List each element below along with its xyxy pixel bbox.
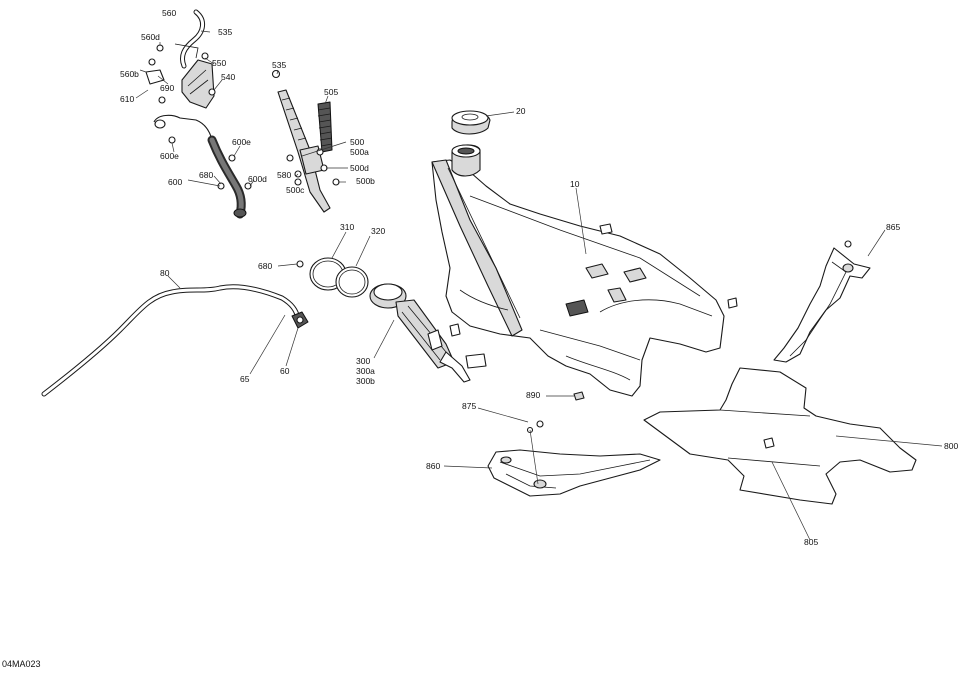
callout-20: 20 bbox=[516, 106, 526, 116]
callout-300: 300 bbox=[356, 356, 370, 366]
callout-890: 890 bbox=[526, 390, 540, 400]
lock-ring-320 bbox=[335, 266, 369, 298]
callout-860: 860 bbox=[426, 461, 440, 471]
callout-80: 80 bbox=[160, 268, 170, 278]
fuel-pump-module-300 bbox=[369, 283, 487, 383]
callout-500d: 500d bbox=[350, 163, 369, 173]
clip-890 bbox=[573, 391, 585, 401]
callout-580: 580 bbox=[277, 170, 291, 180]
callout-500a: 500a bbox=[350, 147, 369, 157]
callout-550: 550 bbox=[212, 58, 226, 68]
quick-connector-60 bbox=[291, 311, 309, 329]
callout-505: 505 bbox=[324, 87, 338, 97]
callout-875: 875 bbox=[462, 401, 476, 411]
callout-535: 535 bbox=[218, 27, 232, 37]
leader-lines bbox=[135, 30, 943, 541]
callout-560d: 560d bbox=[141, 32, 160, 42]
skid-plate-860 bbox=[487, 420, 661, 497]
filler-bracket-550 bbox=[158, 52, 216, 109]
floor-mat-800 bbox=[643, 367, 917, 505]
callout-535-valve: 535 bbox=[272, 60, 286, 70]
callout-600e: 600e bbox=[232, 137, 251, 147]
valve-assembly-500 bbox=[271, 69, 340, 213]
heat-shield-865 bbox=[773, 240, 871, 363]
callout-600d: 600d bbox=[248, 174, 267, 184]
callout-690: 690 bbox=[160, 83, 174, 93]
callout-500b: 500b bbox=[356, 176, 375, 186]
fuel-cap-20 bbox=[451, 110, 491, 135]
callout-300b: 300b bbox=[356, 376, 375, 386]
callout-600: 600 bbox=[168, 177, 182, 187]
callout-500c: 500c bbox=[286, 185, 305, 195]
callout-65: 65 bbox=[240, 374, 250, 384]
callout-labels: 560 535 560d 550 560b 540 610 690 535 50… bbox=[120, 8, 958, 547]
fuel-tank-10 bbox=[431, 144, 738, 397]
callout-600e-lower: 600e bbox=[160, 151, 179, 161]
vent-hose-600 bbox=[153, 114, 252, 219]
fuel-hose-80 bbox=[41, 284, 301, 397]
drawing-code: 04MA023 bbox=[2, 659, 41, 669]
callout-610: 610 bbox=[120, 94, 134, 104]
callout-310: 310 bbox=[340, 222, 354, 232]
filler-neck-hose-560 bbox=[145, 9, 205, 85]
callout-500: 500 bbox=[350, 137, 364, 147]
callout-300a: 300a bbox=[356, 366, 375, 376]
callout-10: 10 bbox=[570, 179, 580, 189]
callout-865: 865 bbox=[886, 222, 900, 232]
callout-800: 800 bbox=[944, 441, 958, 451]
callout-60: 60 bbox=[280, 366, 290, 376]
callout-540: 540 bbox=[221, 72, 235, 82]
callout-680-pump: 680 bbox=[258, 261, 272, 271]
callout-560b: 560b bbox=[120, 69, 139, 79]
screw-680 bbox=[296, 260, 304, 268]
callout-560: 560 bbox=[162, 8, 176, 18]
callout-680: 680 bbox=[199, 170, 213, 180]
callout-320: 320 bbox=[371, 226, 385, 236]
callout-805: 805 bbox=[804, 537, 818, 547]
